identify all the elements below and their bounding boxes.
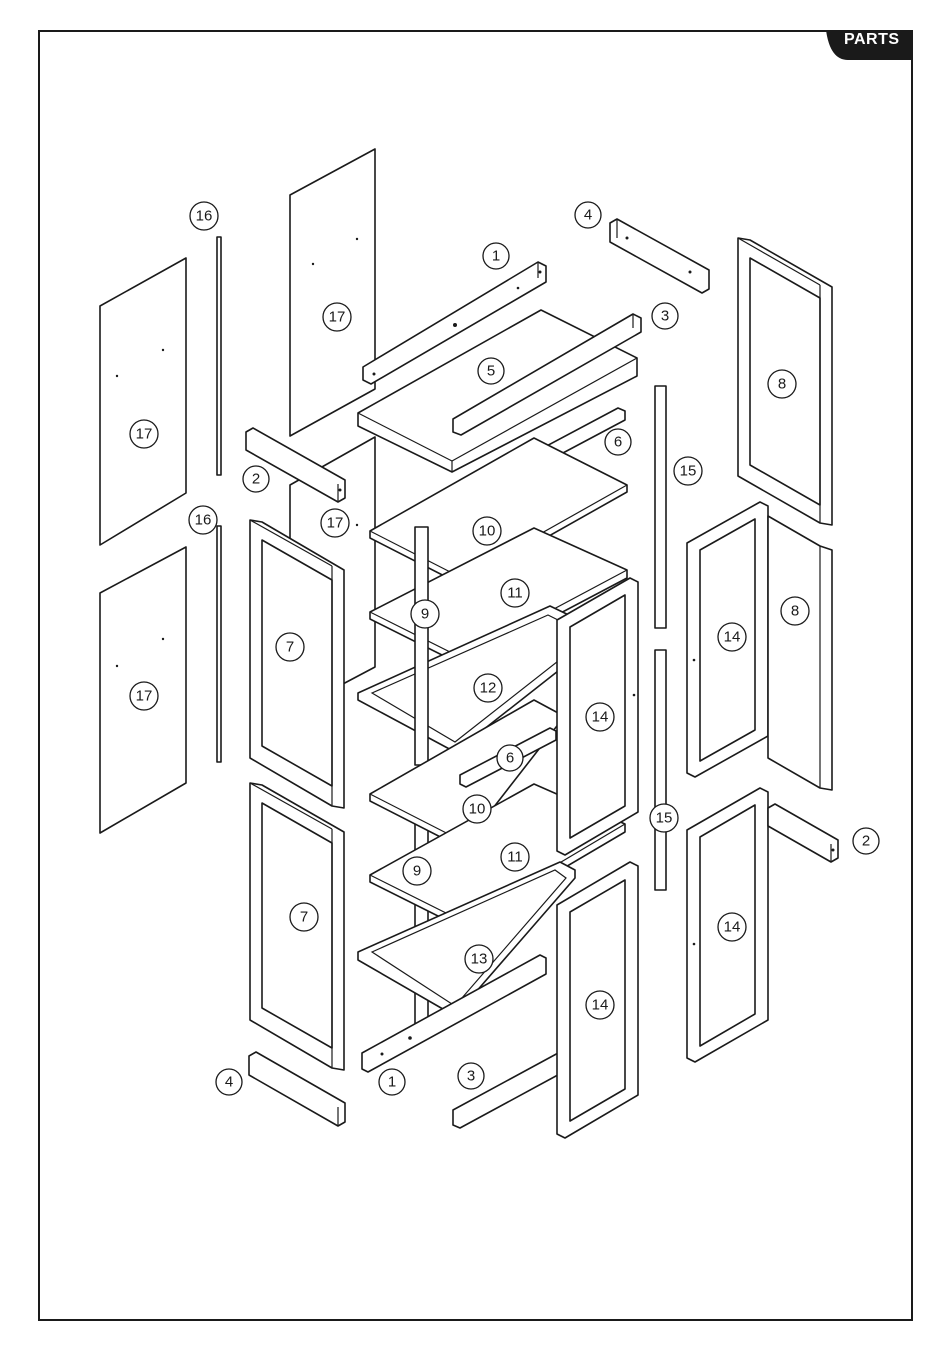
callout: 17 bbox=[323, 303, 351, 331]
callout-label: 17 bbox=[136, 688, 153, 705]
callout-label: 1 bbox=[388, 1074, 396, 1091]
callout: 17 bbox=[321, 509, 349, 537]
callout: 3 bbox=[652, 303, 678, 329]
callout-label: 9 bbox=[413, 863, 421, 880]
callout-label: 1 bbox=[492, 248, 500, 265]
callout-label: 4 bbox=[225, 1074, 233, 1091]
callout: 4 bbox=[575, 202, 601, 228]
callout-label: 13 bbox=[471, 951, 488, 968]
callout-label: 14 bbox=[724, 919, 741, 936]
callout-label: 14 bbox=[724, 629, 741, 646]
callout: 6 bbox=[497, 745, 523, 771]
post-part-9-upper bbox=[415, 527, 428, 765]
callout: 9 bbox=[403, 857, 431, 885]
callout-label: 12 bbox=[480, 680, 497, 697]
callout-label: 2 bbox=[252, 471, 260, 488]
callout: 1 bbox=[379, 1069, 405, 1095]
callout: 10 bbox=[473, 517, 501, 545]
callout: 1 bbox=[483, 243, 509, 269]
callout: 4 bbox=[216, 1069, 242, 1095]
callout-label: 14 bbox=[592, 997, 609, 1014]
callout-label: 17 bbox=[136, 426, 153, 443]
back-panel-upper bbox=[290, 149, 375, 436]
callout: 6 bbox=[605, 429, 631, 455]
callout-label: 9 bbox=[421, 606, 429, 623]
callout-label: 10 bbox=[479, 523, 496, 540]
callout: 2 bbox=[243, 466, 269, 492]
callout: 14 bbox=[718, 623, 746, 651]
callout: 8 bbox=[768, 370, 796, 398]
callout: 10 bbox=[463, 795, 491, 823]
callout: 11 bbox=[501, 843, 529, 871]
post-part-15-lower bbox=[655, 650, 666, 890]
glass-panel-top-left bbox=[100, 258, 186, 545]
callout-label: 6 bbox=[506, 750, 514, 767]
side-frame-part-7-upper bbox=[250, 520, 344, 808]
callout: 5 bbox=[478, 358, 504, 384]
callout: 14 bbox=[718, 913, 746, 941]
callout-label: 4 bbox=[584, 207, 592, 224]
callout-label: 15 bbox=[680, 463, 697, 480]
callout: 7 bbox=[290, 903, 318, 931]
callout-label: 15 bbox=[656, 810, 673, 827]
callout: 14 bbox=[586, 703, 614, 731]
callout-label: 8 bbox=[778, 376, 786, 393]
callout-label: 3 bbox=[467, 1068, 475, 1085]
callout-label: 16 bbox=[196, 208, 213, 225]
callout-label: 3 bbox=[661, 308, 669, 325]
callout: 12 bbox=[474, 674, 502, 702]
top-board-part-5 bbox=[358, 310, 637, 472]
glass-strip-upper bbox=[217, 237, 221, 475]
side-frame-part-8-lower bbox=[768, 516, 832, 790]
callout-label: 17 bbox=[327, 515, 344, 532]
callout-label: 2 bbox=[862, 833, 870, 850]
callout-label: 7 bbox=[286, 639, 294, 656]
callout: 14 bbox=[586, 991, 614, 1019]
callout: 13 bbox=[465, 945, 493, 973]
callout-label: 11 bbox=[507, 585, 523, 602]
callout-label: 14 bbox=[592, 709, 609, 726]
callout-label: 8 bbox=[791, 603, 799, 620]
callout: 16 bbox=[189, 506, 217, 534]
callout: 11 bbox=[501, 579, 529, 607]
callout: 15 bbox=[650, 804, 678, 832]
callout-label: 5 bbox=[487, 363, 495, 380]
callout: 9 bbox=[411, 600, 439, 628]
short-rail-part-4-top bbox=[610, 219, 709, 293]
callout: 16 bbox=[190, 202, 218, 230]
post-part-15-upper bbox=[655, 386, 666, 628]
callout: 17 bbox=[130, 682, 158, 710]
callout: 17 bbox=[130, 420, 158, 448]
side-rail-part-2-right bbox=[768, 804, 838, 862]
glass-strip-lower bbox=[217, 526, 221, 762]
callout: 7 bbox=[276, 633, 304, 661]
callout-label: 6 bbox=[614, 434, 622, 451]
callout: 2 bbox=[853, 828, 879, 854]
callout: 15 bbox=[674, 457, 702, 485]
callout: 8 bbox=[781, 597, 809, 625]
callout-label: 17 bbox=[329, 309, 346, 326]
callout-label: 11 bbox=[507, 849, 523, 866]
callout-label: 10 bbox=[469, 801, 486, 818]
callout: 3 bbox=[458, 1063, 484, 1089]
callout-label: 16 bbox=[195, 512, 212, 529]
callout-label: 7 bbox=[300, 909, 308, 926]
